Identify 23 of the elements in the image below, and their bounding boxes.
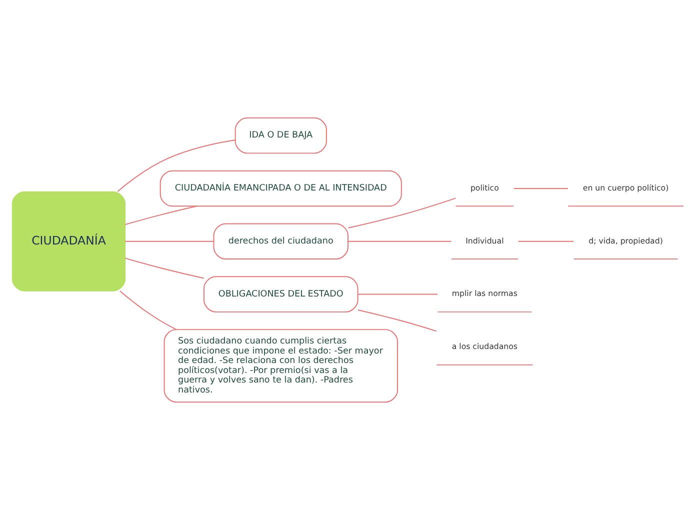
node-text: Individual bbox=[466, 236, 504, 246]
connector bbox=[348, 240, 452, 242]
node-box: derechos del ciudadano bbox=[213, 223, 348, 260]
node-box: OBLIGACIONES DEL ESTADO bbox=[203, 276, 358, 312]
connector bbox=[119, 290, 177, 330]
connector bbox=[124, 206, 198, 226]
node-box: CIUDADANÍA bbox=[12, 191, 126, 292]
node-text: a los ciudadanos bbox=[452, 342, 518, 352]
connector bbox=[124, 240, 214, 242]
connector bbox=[124, 258, 204, 279]
node-box: Sos ciudadano cuando cumplis ciertas condiciones que impone el estado: -Ser mayor de edad. -Se relaciona con los derechos políticos(votar). -Por premio(si vas a la guerra y volves sano te la dan). -Padres nativos. bbox=[164, 329, 398, 403]
connector bbox=[117, 140, 236, 192]
connector bbox=[358, 310, 437, 332]
node-text: politico bbox=[470, 183, 499, 192]
node-box: CIUDADANÍA EMANCIPADA O DE AL INTENSIDAD bbox=[160, 170, 402, 207]
connector bbox=[513, 188, 568, 189]
connector bbox=[348, 198, 456, 228]
node-text: d; vida, propiedad) bbox=[588, 236, 663, 246]
connector bbox=[357, 294, 438, 295]
node-text: mplir las normas bbox=[452, 289, 518, 298]
node-text: en un cuerpo político) bbox=[582, 183, 669, 192]
node-box: IDA O DE BAJA bbox=[234, 117, 327, 154]
connector bbox=[518, 240, 574, 242]
